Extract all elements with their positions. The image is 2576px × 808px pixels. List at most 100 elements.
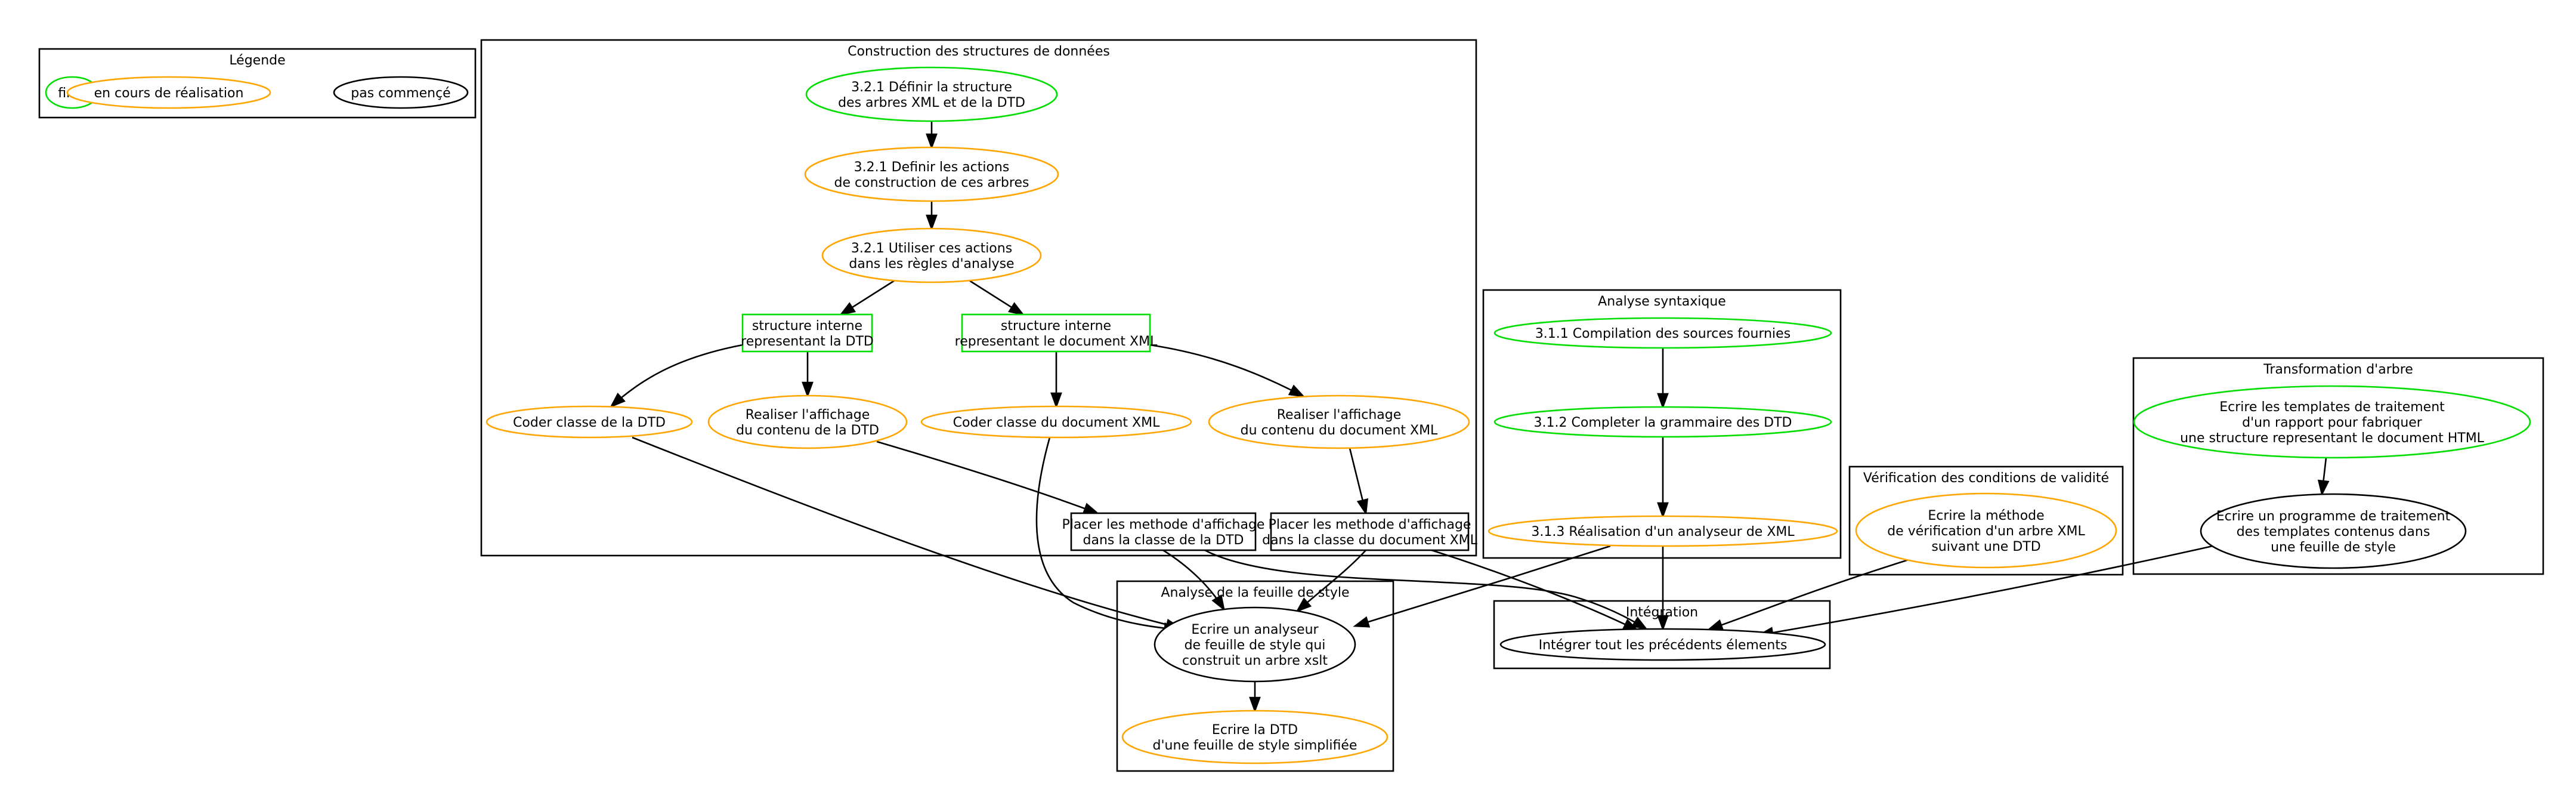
node-shape	[1493, 406, 1832, 438]
cluster-label: Analyse syntaxique	[1598, 294, 1726, 309]
edge-line	[1708, 559, 1909, 631]
cluster-data-structures: Construction des structures de données	[480, 39, 1477, 557]
edge-internal-xml-to-code-xml-class	[1050, 351, 1062, 409]
node-compile-sources: 3.1.1 Compilation des sources fournies	[1493, 317, 1832, 349]
edge-place-dtd-to-stylesheet-parser	[1162, 549, 1225, 612]
arrowhead	[1657, 615, 1669, 631]
edge-complete-grammar-to-xml-parser	[1657, 437, 1669, 519]
arrowhead	[1050, 392, 1062, 409]
arrowhead	[839, 302, 856, 316]
cluster-box	[1482, 289, 1842, 559]
cluster-box	[480, 39, 1477, 557]
node-shape	[2133, 385, 2531, 459]
node-shape	[1488, 515, 1838, 547]
arrowhead	[1356, 498, 1368, 516]
node-shape	[333, 76, 469, 109]
cluster-validity: Vérification des conditions de validité	[1848, 465, 2124, 576]
arrowhead	[610, 393, 626, 408]
edge-internal-dtd-to-code-dtd-class	[610, 344, 743, 408]
edge-line	[632, 436, 1180, 629]
node-shape	[1855, 492, 2117, 569]
node-code-xml-class: Coder classe du document XML	[920, 405, 1192, 439]
node-label-line: Intégrer tout les précédents élements	[1539, 638, 1788, 653]
edge-define-actions-to-use-actions	[926, 201, 938, 231]
edge-validity-method-to-integrate-all	[1706, 559, 1909, 631]
node-xml-parser: 3.1.3 Réalisation d'un analyseur de XML	[1488, 515, 1838, 547]
cluster-box	[1848, 465, 2124, 576]
node-shape	[961, 313, 1151, 353]
edge-place-xml-to-integrate-all	[1431, 549, 1640, 631]
node-label-line: representant la DTD	[741, 334, 874, 349]
node-shape	[707, 394, 908, 449]
node-shape	[804, 146, 1059, 202]
cluster-box	[1116, 580, 1394, 772]
edge-internal-dtd-to-display-dtd	[802, 351, 814, 398]
edge-place-xml-to-stylesheet-parser	[1295, 550, 1366, 613]
node-complete-grammar: 3.1.2 Completer la grammaire des DTD	[1493, 406, 1832, 438]
arrowhead	[1211, 594, 1225, 612]
node-label-line: Realiser l'affichage	[746, 408, 870, 422]
edge-line	[1204, 549, 1647, 630]
cluster-box	[38, 48, 477, 119]
node-label-line: des arbres XML et de la DTD	[838, 95, 1025, 110]
edge-line	[1355, 545, 1611, 627]
edge-write-templates-to-template-program	[2317, 457, 2330, 496]
node-label-line: 3.2.1 Utiliser ces actions	[851, 241, 1012, 256]
node-label-line: de feuille de style qui	[1185, 638, 1326, 653]
edge-display-dtd-to-place-dtd	[876, 440, 1100, 514]
node-shape	[1154, 606, 1356, 683]
edge-line	[611, 344, 743, 407]
arrowhead	[1706, 619, 1724, 631]
node-shape	[485, 405, 693, 439]
node-label-line: dans la classe de la DTD	[1083, 533, 1244, 548]
node-label-line: Coder classe du document XML	[953, 415, 1160, 430]
cluster-legend: Légende	[38, 48, 477, 119]
node-label-line: Ecrire les templates de traitement	[2219, 400, 2445, 415]
arrowhead	[1353, 616, 1371, 628]
node-label-line: Ecrire un analyseur	[1191, 622, 1319, 637]
cluster-syntax: Analyse syntaxique	[1482, 289, 1842, 559]
node-label-line: Realiser l'affichage	[1277, 408, 1402, 422]
node-shape	[1121, 710, 1388, 764]
node-label-line: construit un arbre xslt	[1182, 653, 1328, 668]
edge-display-xml-to-place-xml	[1349, 448, 1368, 516]
node-shape	[1493, 317, 1832, 349]
node-shape	[1070, 512, 1257, 551]
edge-use-actions-to-internal-xml	[969, 279, 1025, 316]
edge-stylesheet-parser-to-simplified-dtd	[1249, 681, 1261, 713]
node-shape	[920, 405, 1192, 439]
node-shape	[1208, 394, 1470, 449]
node-shape	[821, 227, 1042, 283]
node-label-line: une structure representant le document H…	[2180, 431, 2485, 446]
cluster-label: Vérification des conditions de validité	[1863, 471, 2109, 486]
node-label-line: Ecrire un programme de traitement	[2216, 509, 2451, 524]
node-label-line: en cours de réalisation	[94, 86, 244, 101]
edge-compile-sources-to-complete-grammar	[1657, 348, 1669, 409]
node-label-line: d'un rapport pour fabriquer	[2242, 415, 2423, 430]
node-shape	[741, 313, 873, 353]
node-label-line: 3.1.3 Réalisation d'un analyseur de XML	[1531, 525, 1795, 539]
node-label-line: 3.2.1 Definir les actions	[854, 160, 1010, 175]
arrowhead	[1082, 502, 1100, 514]
node-label-line: structure interne	[752, 319, 862, 334]
arrowhead	[2317, 479, 2330, 496]
node-label-line: dans les règles d'analyse	[849, 257, 1014, 272]
edge-place-dtd-to-integrate-all	[1204, 549, 1649, 631]
cluster-label: Légende	[229, 53, 285, 68]
cluster-box	[1493, 600, 1831, 670]
edge-xml-parser-to-integrate-all	[1657, 546, 1669, 631]
node-label-line: structure interne	[1001, 319, 1111, 334]
arrowhead	[1249, 696, 1261, 713]
cluster-label: Construction des structures de données	[848, 44, 1110, 59]
arrowhead	[1295, 597, 1312, 613]
